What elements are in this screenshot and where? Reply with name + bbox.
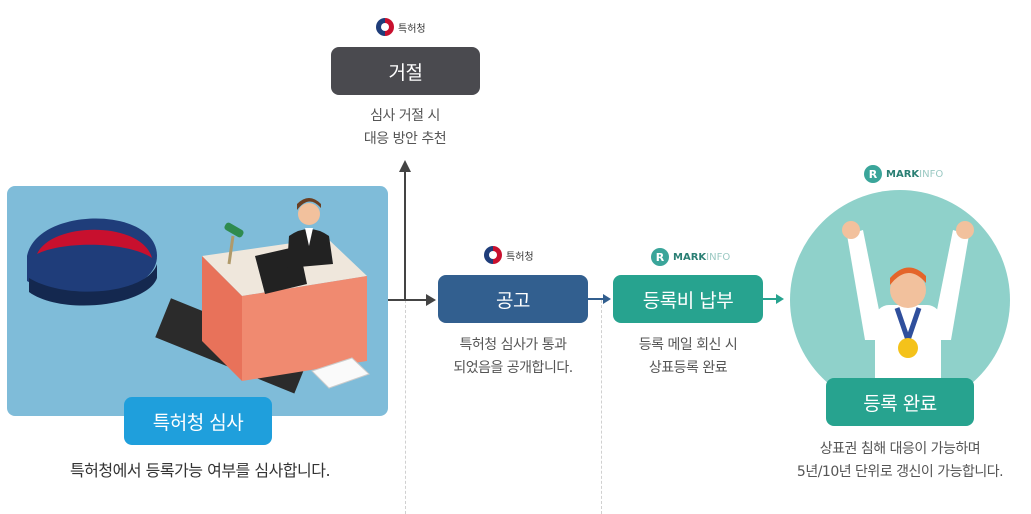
winner-left-arm [847, 230, 885, 340]
examination-step: 특허청 심사 [124, 397, 272, 445]
arrow-exam-to-announcement-head [426, 294, 436, 306]
desk-front [202, 256, 242, 381]
clerk-body [287, 229, 333, 268]
rejection-label: 거절 [388, 61, 423, 84]
markinfo-logo: R MARKINFO [651, 248, 730, 266]
announcement-desc-line-2: 되었음을 공개합니다. [453, 360, 573, 376]
paper-stack [311, 357, 370, 389]
kipo-emblem-icon [376, 18, 394, 36]
desk-side [242, 276, 367, 381]
arrow-to-rejection-head [399, 160, 411, 172]
markinfo-text-bold: MARK [673, 251, 707, 263]
announcement-step: 공고 [438, 275, 588, 323]
examination-label: 특허청 심사 [152, 411, 244, 434]
arrow-announcement-to-fee-head [603, 294, 611, 304]
complete-illustration [790, 190, 1010, 405]
announcement-desc: 특허청 심사가 통과 되었음을 공개합니다. [430, 334, 596, 380]
complete-step: 등록 완료 [826, 378, 974, 426]
arrow-fee-to-complete-head [776, 294, 784, 304]
announcement-label: 공고 [496, 289, 530, 312]
complete-desc-line-2: 5년/10년 단위로 갱신이 가능합니다. [796, 464, 1004, 480]
markinfo-text-light: INFO [919, 168, 944, 180]
rejection-desc: 심사 거절 시 대응 방안 추천 [320, 105, 490, 151]
guide-line [405, 300, 406, 514]
winner-head [890, 272, 926, 308]
kipo-big-emblem-icon [27, 218, 157, 306]
fee-desc: 등록 메일 회신 시 상표등록 완료 [605, 334, 771, 380]
kipo-logo-text: 특허청 [506, 251, 534, 263]
announcement-desc-line-1: 특허청 심사가 통과 [459, 337, 567, 353]
rejection-step: 거절 [331, 47, 480, 95]
markinfo-text-light: INFO [706, 251, 731, 263]
kipo-logo-text: 특허청 [398, 23, 426, 35]
markinfo-text-bold: MARK [886, 168, 920, 180]
rejection-desc-line-2: 대응 방안 추천 [363, 131, 447, 147]
markinfo-badge-icon: R [864, 165, 882, 183]
kipo-logo: 특허청 [376, 18, 426, 36]
fee-label: 등록비 납부 [642, 289, 734, 312]
complete-label: 등록 완료 [863, 392, 937, 415]
complete-desc-line-1: 상표권 침해 대응이 가능하며 [819, 441, 981, 457]
kipo-logo-2: 특허청 [484, 246, 534, 264]
complete-desc: 상표권 침해 대응이 가능하며 5년/10년 단위로 갱신이 가능합니다. [770, 438, 1030, 484]
markinfo-badge-icon: R [651, 248, 669, 266]
gold-medal-icon [898, 338, 918, 358]
clerk-head [298, 203, 320, 225]
kipo-emblem-icon [484, 246, 502, 264]
guide-line [601, 300, 602, 514]
rejection-desc-line-1: 심사 거절 시 [370, 108, 440, 124]
fee-step: 등록비 납부 [613, 275, 763, 323]
markinfo-logo-2: R MARKINFO [864, 165, 943, 183]
fee-desc-line-2: 상표등록 완료 [648, 360, 728, 376]
examination-illustration [7, 186, 388, 416]
winner-right-arm [931, 230, 969, 340]
fee-desc-line-1: 등록 메일 회신 시 [638, 337, 738, 353]
examination-desc: 특허청에서 등록가능 여부를 심사합니다. [69, 461, 331, 480]
